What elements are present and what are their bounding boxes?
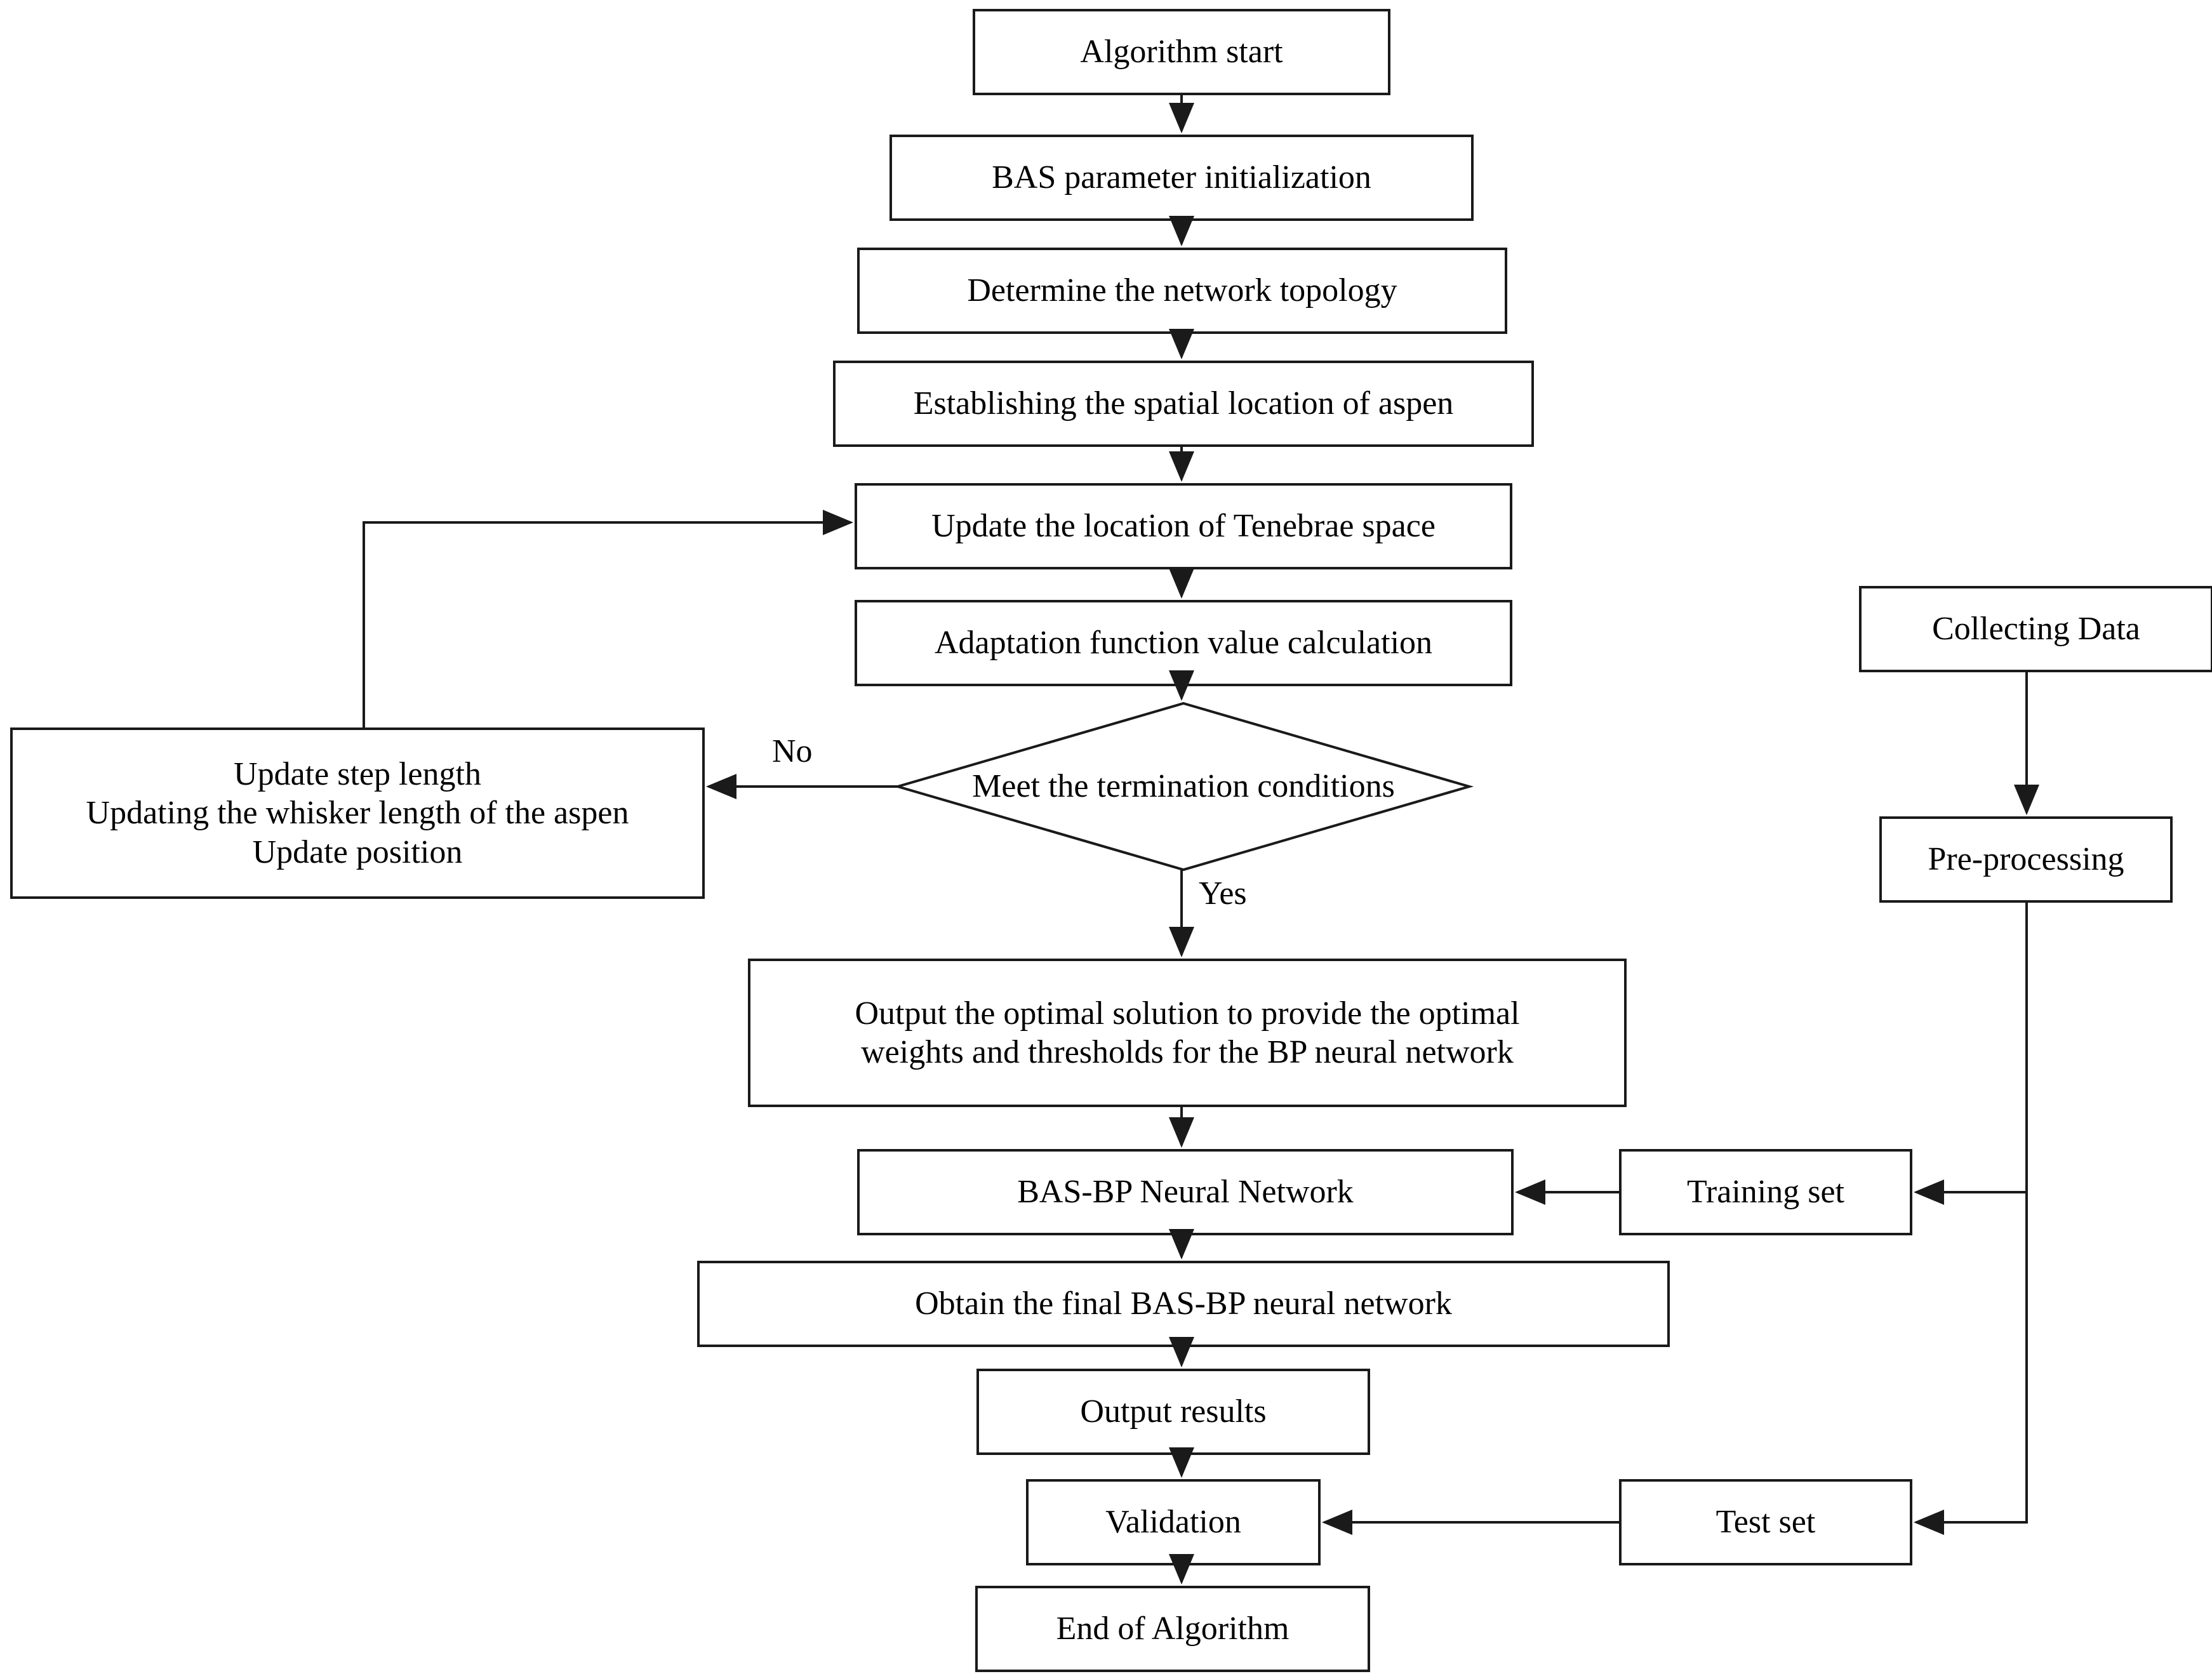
node-training-set[interactable] — [1619, 1149, 1912, 1235]
node-end-of-algorithm[interactable] — [975, 1586, 1370, 1672]
node-determine-topology[interactable] — [857, 248, 1507, 334]
node-termination-decision[interactable] — [893, 701, 1474, 872]
node-adaptation-function[interactable] — [855, 600, 1512, 686]
node-establish-location[interactable] — [833, 361, 1534, 447]
node-pre-processing[interactable] — [1879, 816, 2173, 903]
node-bas-bp-network[interactable] — [857, 1149, 1514, 1235]
edge-feedback-loop — [363, 510, 853, 729]
edge-label-no: No — [772, 733, 813, 769]
edge-label-yes: Yes — [1199, 875, 1247, 912]
node-update-step-length[interactable] — [10, 727, 705, 899]
node-collecting-data[interactable] — [1859, 586, 2212, 672]
node-validation[interactable] — [1026, 1479, 1321, 1565]
node-obtain-final-network[interactable] — [697, 1261, 1670, 1347]
node-update-tenebrae[interactable] — [855, 483, 1512, 569]
edge-prep-to-training — [1914, 901, 2028, 1205]
edge-prep-to-test — [1914, 1192, 2028, 1535]
node-algorithm-start[interactable] — [973, 9, 1390, 95]
node-bas-parameter-init[interactable] — [889, 135, 1474, 221]
node-test-set[interactable] — [1619, 1479, 1912, 1565]
node-output-results[interactable] — [976, 1369, 1370, 1455]
node-output-optimal[interactable] — [748, 959, 1627, 1107]
